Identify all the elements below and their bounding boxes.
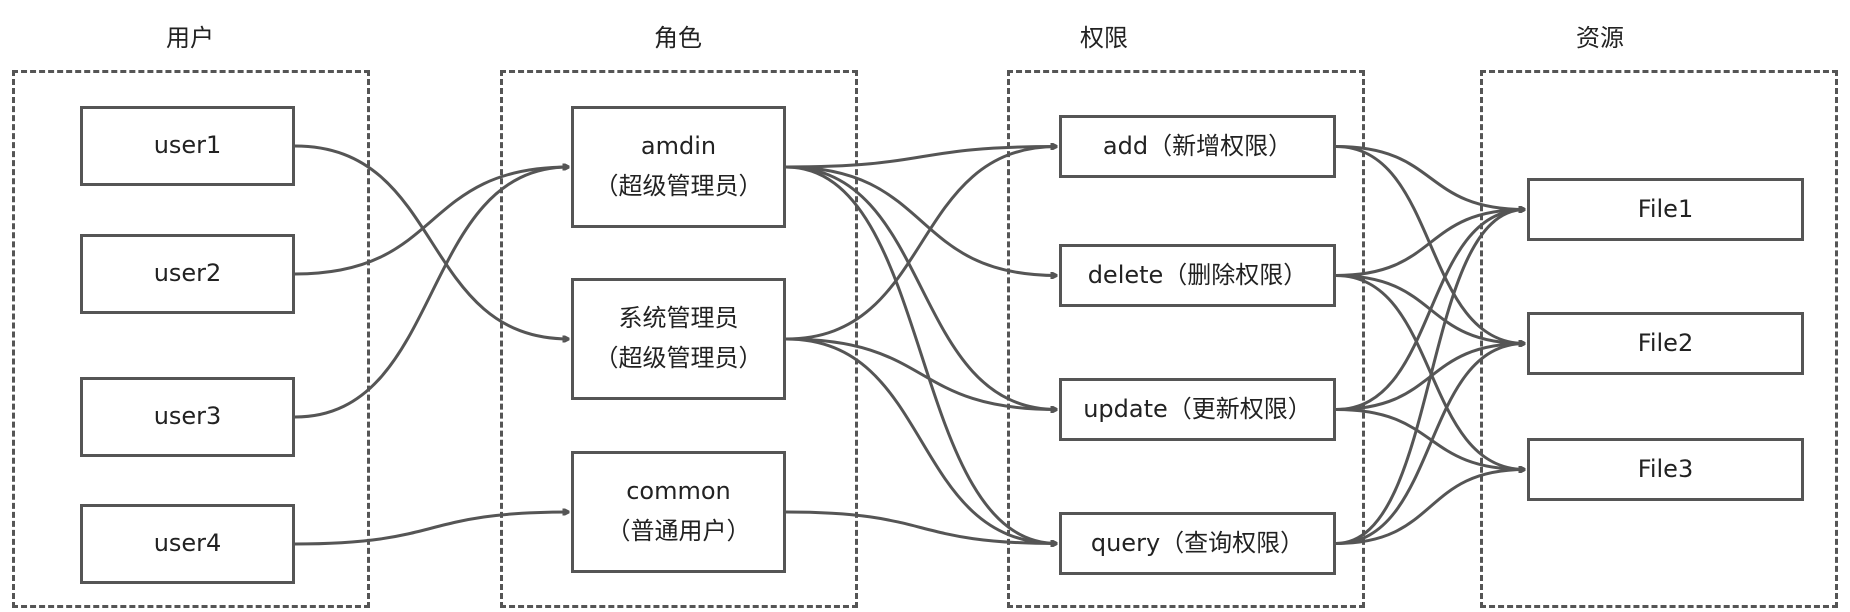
role-description: （超级管理员） (594, 344, 763, 372)
role-node[interactable]: common （普通用户） (571, 451, 786, 573)
edge-arrow (785, 337, 1057, 410)
edge-arrow (785, 165, 1057, 410)
permission-label: delete（删除权限） (1087, 260, 1308, 289)
user-node[interactable]: user2 (80, 234, 295, 314)
edge-arrow (1335, 210, 1525, 411)
roles-group (500, 70, 858, 608)
user-label: user3 (153, 402, 222, 431)
user-node[interactable]: user3 (80, 377, 295, 457)
resource-node[interactable]: File1 (1527, 178, 1804, 241)
edge-arrow (294, 512, 569, 546)
resource-label: File3 (1637, 454, 1694, 483)
role-name: 系统管理员 (618, 304, 739, 333)
edge-arrow (1335, 408, 1525, 470)
edge-arrow (1335, 145, 1525, 210)
column-header-permissions: 权限 (1080, 24, 1128, 52)
role-name: amdin (640, 132, 717, 161)
edge-arrow (785, 147, 1057, 341)
user-node[interactable]: user4 (80, 504, 295, 584)
role-node[interactable]: 系统管理员 （超级管理员） (571, 278, 786, 400)
edge-arrow (294, 167, 569, 419)
edge-arrow (294, 144, 569, 339)
permission-node[interactable]: add（新增权限） (1059, 115, 1336, 178)
permission-label: query（查询权限） (1090, 528, 1305, 557)
permission-node[interactable]: delete（删除权限） (1059, 244, 1336, 307)
column-header-resources: 资源 (1576, 24, 1624, 52)
role-description: （超级管理员） (594, 172, 763, 200)
edge-arrow (1335, 470, 1525, 545)
user-label: user1 (153, 131, 222, 160)
edge-arrow (785, 510, 1057, 544)
resource-label: File2 (1637, 328, 1694, 357)
user-label: user2 (153, 259, 222, 288)
edge-arrow (1335, 210, 1525, 545)
edge-arrow (1335, 344, 1525, 545)
edge-arrow (785, 165, 1057, 276)
permission-label: update（更新权限） (1083, 394, 1312, 423)
edge-arrow (294, 167, 569, 276)
permissions-group (1007, 70, 1365, 608)
role-name: common (626, 477, 731, 506)
role-node[interactable]: amdin （超级管理员） (571, 106, 786, 228)
resource-node[interactable]: File3 (1527, 438, 1804, 501)
role-description: （普通用户） (606, 517, 751, 545)
resource-label: File1 (1637, 194, 1694, 223)
permission-node[interactable]: query（查询权限） (1059, 512, 1336, 575)
user-node[interactable]: user1 (80, 106, 295, 186)
column-header-users: 用户 (166, 24, 214, 52)
edge-arrow (785, 337, 1057, 544)
edge-arrow (785, 165, 1057, 544)
column-header-roles: 角色 (654, 24, 702, 52)
users-group (12, 70, 370, 608)
resource-node[interactable]: File2 (1527, 312, 1804, 375)
edge-arrow (785, 147, 1057, 169)
user-label: user4 (153, 529, 222, 558)
edge-arrow (1335, 210, 1525, 277)
edge-arrow (1335, 145, 1525, 344)
permission-node[interactable]: update（更新权限） (1059, 378, 1336, 441)
permission-label: add（新增权限） (1102, 131, 1293, 160)
